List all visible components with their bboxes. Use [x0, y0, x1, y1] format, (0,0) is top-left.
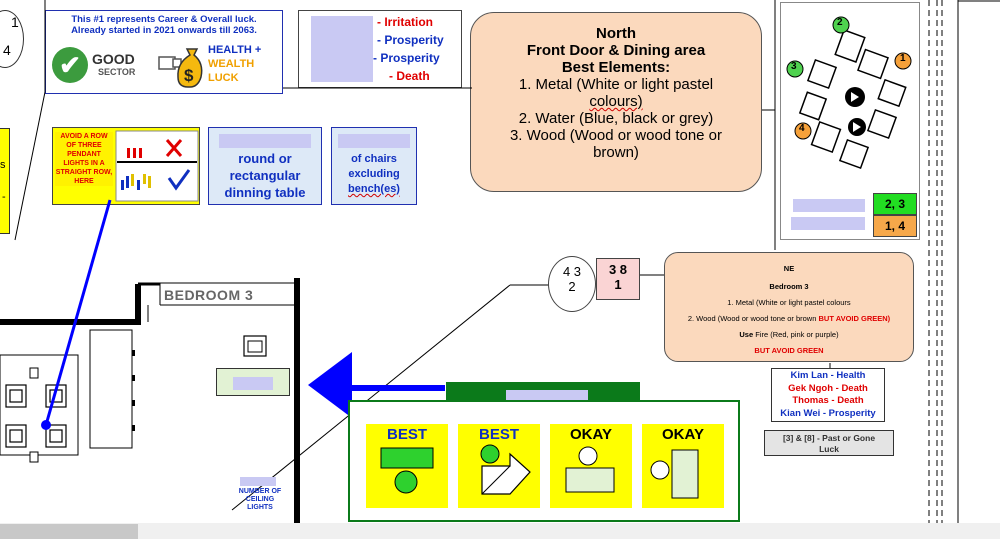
pendant-warning-text: AVOID A ROW OF THREE PENDANT LIGHTS IN A… — [55, 132, 113, 186]
chairs-line-2: excluding — [348, 168, 400, 180]
ne-info-box: NE Bedroom 3 1. Metal (White or light pa… — [664, 252, 914, 362]
redacted-chair-count — [338, 134, 410, 148]
north-info-box: North Front Door & Dining area Best Elem… — [470, 12, 762, 192]
marker-4: 4 — [799, 123, 805, 134]
north-element-3b: brown) — [593, 144, 639, 161]
north-element-1: 1. Metal (White or light pastel — [518, 76, 714, 93]
north-title: North — [596, 25, 636, 42]
north-subtitle: Front Door & Dining area — [526, 42, 706, 59]
unfavorable-numbers-cell: 1, 4 — [873, 215, 917, 237]
card-4-diagram — [650, 449, 699, 499]
legend-item-2: - Prosperity — [377, 33, 444, 47]
occupant-3: Thomas - Death — [792, 395, 864, 406]
occupant-1: Kim Lan - Health — [790, 370, 866, 381]
past-luck-box: [3] & [8] - Past or Gone Luck — [764, 430, 894, 456]
ne-pink-numbers: 3 8 1 — [596, 258, 640, 300]
rotating-chairs-diagram — [786, 16, 912, 170]
card-4-label: OKAY — [662, 426, 704, 443]
card-1-label: BEST — [386, 426, 427, 443]
ne-use-text: Fire (Red, pink or purple) — [755, 330, 839, 339]
north-element-3: 3. Wood (Wood or wood tone or — [509, 127, 723, 144]
north-element-2: 2. Water (Blue, black or grey) — [518, 110, 714, 127]
ne-element-1: 1. Metal (White or light pastel colours — [727, 298, 851, 307]
left-circle-number-bottom: 4 — [3, 42, 11, 58]
ne-use-label: Use — [739, 330, 754, 339]
legend-item-4: - Death — [389, 69, 430, 83]
ceiling-lights-label: NUMBER OF CEILING LIGHTS — [238, 488, 282, 511]
ne-element-2-warning: BUT AVOID GREEN) — [818, 314, 891, 323]
chairs-count-box: of chairs excluding bench(es) — [331, 127, 417, 205]
top-legend-box: - Irritation - Prosperity - Prosperity -… — [298, 10, 462, 88]
career-line-1: This #1 represents Career & Overall luck… — [71, 14, 257, 25]
pendant-lights-diagram — [115, 130, 199, 202]
past-luck-text: [3] & [8] - Past or Gone Luck — [782, 433, 876, 454]
ne-title: NE — [783, 264, 795, 273]
ne-room: Bedroom 3 — [769, 282, 809, 291]
marker-1: 1 — [900, 53, 906, 64]
card-2-diagram — [480, 444, 531, 495]
health-wealth-text: HEALTH + WEALTH LUCK — [208, 43, 261, 85]
table-shape-text: round or rectangular dinning table — [224, 151, 306, 200]
bedroom-3-label: BEDROOM 3 — [164, 287, 254, 303]
ne-element-2-text: 2. Wood (Wood or wood tone or brown — [687, 314, 817, 323]
ne-use: Use Fire (Red, pink or purple) — [665, 329, 913, 341]
arrangement-card-2: BEST — [458, 424, 540, 508]
card-3-diagram — [565, 446, 615, 493]
north-elements-title: Best Elements: — [561, 59, 671, 76]
left-circle-number-top: 1 — [11, 14, 19, 30]
table-shape-box: round or rectangular dinning table — [208, 127, 322, 205]
wealth-label: WEALTH — [208, 58, 255, 70]
left-yellow-fragment-1: s — [0, 159, 6, 171]
health-label: HEALTH + — [208, 44, 262, 56]
ne-element-2: 2. Wood (Wood or wood tone or brown BUT … — [665, 313, 913, 325]
marker-3: 3 — [791, 61, 797, 72]
ne-pink-top: 3 8 — [608, 262, 628, 277]
occupant-4: Kian Wei - Prosperity — [780, 407, 876, 419]
bedroom-desk — [216, 368, 290, 396]
ne-oval-top-numbers: 4 3 — [562, 264, 582, 279]
left-yellow-fragment-2: - — [2, 191, 6, 203]
ne-pink-bottom: 1 — [614, 277, 622, 292]
ne-avoid-green: BUT AVOID GREEN — [754, 346, 824, 355]
redacted-favorable — [793, 199, 865, 212]
redacted-table-count — [219, 134, 311, 148]
occupants-box: Kim Lan - Health Gek Ngoh - Death Thomas… — [771, 368, 885, 422]
chairs-line-3: bench(es) — [348, 183, 400, 195]
ne-number-oval: 4 3 2 — [548, 256, 596, 312]
ne-oval-bottom-number: 2 — [568, 279, 576, 294]
favorable-numbers-cell: 2, 3 — [873, 193, 917, 215]
redacted-names — [311, 16, 373, 82]
chairs-line-1: of chairs — [351, 153, 397, 165]
arrangement-panel: BEST BEST OKAY OKAY — [348, 400, 740, 522]
money-bag-icon: $ — [158, 48, 203, 88]
arrangement-card-3: OKAY — [550, 424, 632, 508]
redacted-unfavorable — [791, 217, 865, 230]
card-1-diagram — [380, 447, 434, 494]
occupant-2: Gek Ngoh - Death — [788, 382, 868, 394]
check-icon: ✔ — [52, 47, 88, 83]
good-label: GOOD — [92, 51, 135, 67]
redacted-desk-label — [233, 377, 273, 390]
marker-2: 2 — [837, 17, 843, 28]
arrangement-card-4: OKAY — [642, 424, 724, 508]
career-line-2: Already started in 2021 onwards till 206… — [71, 25, 257, 36]
card-3-label: OKAY — [570, 426, 612, 443]
left-yellow-partial: s - — [0, 128, 10, 234]
pendant-warning-box: AVOID A ROW OF THREE PENDANT LIGHTS IN A… — [52, 127, 200, 205]
legend-item-3: - Prosperity — [373, 51, 440, 65]
north-element-1b: colours) — [589, 93, 643, 110]
card-2-label: BEST — [478, 426, 519, 443]
good-sector-text: GOOD SECTOR — [92, 51, 135, 77]
legend-item-1: - Irritation — [377, 15, 433, 29]
luck-label: LUCK — [208, 72, 239, 84]
svg-text:$: $ — [184, 66, 194, 85]
career-luck-box: This #1 represents Career & Overall luck… — [45, 10, 283, 94]
compass-box: 2 3 1 4 2, 3 1, 4 — [780, 2, 920, 240]
sector-label: SECTOR — [98, 67, 136, 77]
arrangement-card-1: BEST — [366, 424, 448, 508]
